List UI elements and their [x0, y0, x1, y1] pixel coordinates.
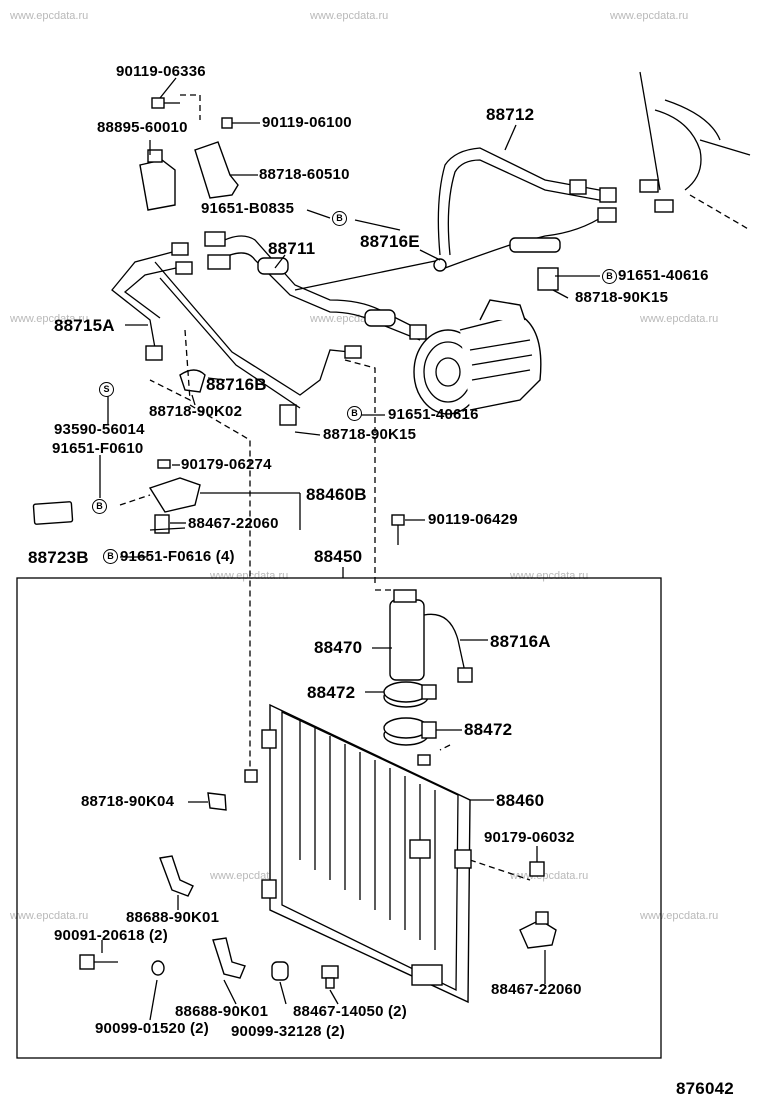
part-label: 88460B — [306, 485, 367, 504]
watermark: www.epcdata.ru — [10, 10, 89, 22]
clamp-88718-90K02 — [179, 369, 206, 393]
part-label: 91651-F0610 — [52, 440, 144, 457]
part-label: 90091-20618 (2) — [54, 927, 168, 944]
badge-b: B — [602, 269, 617, 284]
compressor — [413, 299, 542, 415]
engine-hoses — [639, 71, 751, 231]
part-label: 88467-14050 (2) — [293, 1003, 407, 1020]
leader-lines — [99, 77, 600, 1005]
part-label: 91651-B0835 — [201, 200, 295, 217]
part-label: 90119-06336 — [116, 63, 206, 80]
part-label: 88467-22060 — [188, 515, 279, 532]
part-label: 90119-06100 — [262, 114, 352, 131]
bracket-88718-60510 — [194, 117, 239, 199]
part-label: 88716E — [360, 232, 420, 251]
part-label: 90099-32128 (2) — [231, 1023, 345, 1040]
part-label: 88711 — [268, 239, 316, 258]
watermark: www.epcdata.ru — [210, 570, 289, 582]
part-label: 88450 — [314, 547, 363, 566]
part-label: 88895-60010 — [97, 119, 188, 136]
hose-88712 — [437, 147, 617, 256]
clamp-88718-90K15 — [279, 404, 297, 426]
clamp-88472-lower — [383, 717, 437, 746]
badge-b: B — [347, 406, 362, 421]
bracket-88688-upper — [159, 855, 194, 897]
part-label: 88718-90K02 — [149, 403, 243, 420]
part-label: 90179-06274 — [181, 456, 272, 473]
watermark: www.epcdata.ru — [640, 313, 719, 325]
badge-b: B — [92, 499, 107, 514]
watermark: www.epcdata.ru — [510, 570, 589, 582]
part-label: 88718-90K15 — [575, 289, 669, 306]
clamp-88472-upper — [383, 681, 437, 708]
watermark: www.epcdata.ru — [610, 10, 689, 22]
pipe-88716B — [154, 261, 362, 409]
part-label: 88460 — [496, 791, 545, 810]
part-label: 88716B — [206, 375, 267, 394]
bracket-88460B — [148, 459, 201, 534]
condenser-88460 — [261, 703, 472, 1004]
part-label: 88472 — [307, 683, 356, 702]
part-label: 90179-06032 — [484, 829, 575, 846]
part-label: 88715A — [54, 316, 115, 335]
part-label: 88472 — [464, 720, 513, 739]
watermark: www.epcdata.ru — [10, 910, 89, 922]
pad-88723B — [32, 501, 74, 525]
part-label: 88688-90K01 — [126, 909, 220, 926]
pipe-88715A — [111, 242, 193, 361]
badge-b: B — [332, 211, 347, 226]
part-label: 88718-90K15 — [323, 426, 417, 443]
part-label: 88718-90K04 — [81, 793, 175, 810]
badge-b: B — [103, 549, 118, 564]
bracket-88895 — [139, 97, 180, 211]
watermark: www.epcdata.ru — [310, 10, 389, 22]
part-label: 88723B — [28, 548, 89, 567]
diagram-code: 876042 — [676, 1079, 734, 1098]
bracket-88688-lower — [212, 937, 246, 979]
receiver-dryer-88470 — [389, 589, 473, 683]
assembly-frame — [16, 577, 662, 1059]
part-label: 90119-06429 — [428, 511, 518, 528]
pipe-88716E — [444, 207, 617, 269]
part-label: 88470 — [314, 638, 363, 657]
hose-88711 — [204, 231, 427, 341]
badge-s: S — [99, 382, 114, 397]
part-label: 88688-90K01 — [175, 1003, 269, 1020]
part-label: 88467-22060 — [491, 981, 582, 998]
part-label: 88716A — [490, 632, 551, 651]
part-label: 93590-56014 — [54, 421, 145, 438]
clamp-88718-90K15-right — [537, 267, 559, 291]
part-label: 91651-F0616 (4) — [120, 548, 235, 565]
part-label: 91651-40616 — [618, 267, 709, 284]
part-label: 88712 — [486, 105, 535, 124]
watermark: www.epcdata.ru — [10, 313, 89, 325]
watermark: www.epcdata.ru — [640, 910, 719, 922]
part-label: 90099-01520 (2) — [95, 1020, 209, 1037]
part-label: 91651-40616 — [388, 406, 479, 423]
watermark: www.epcdata.ru — [210, 870, 289, 882]
part-label: 88718-60510 — [259, 166, 350, 183]
